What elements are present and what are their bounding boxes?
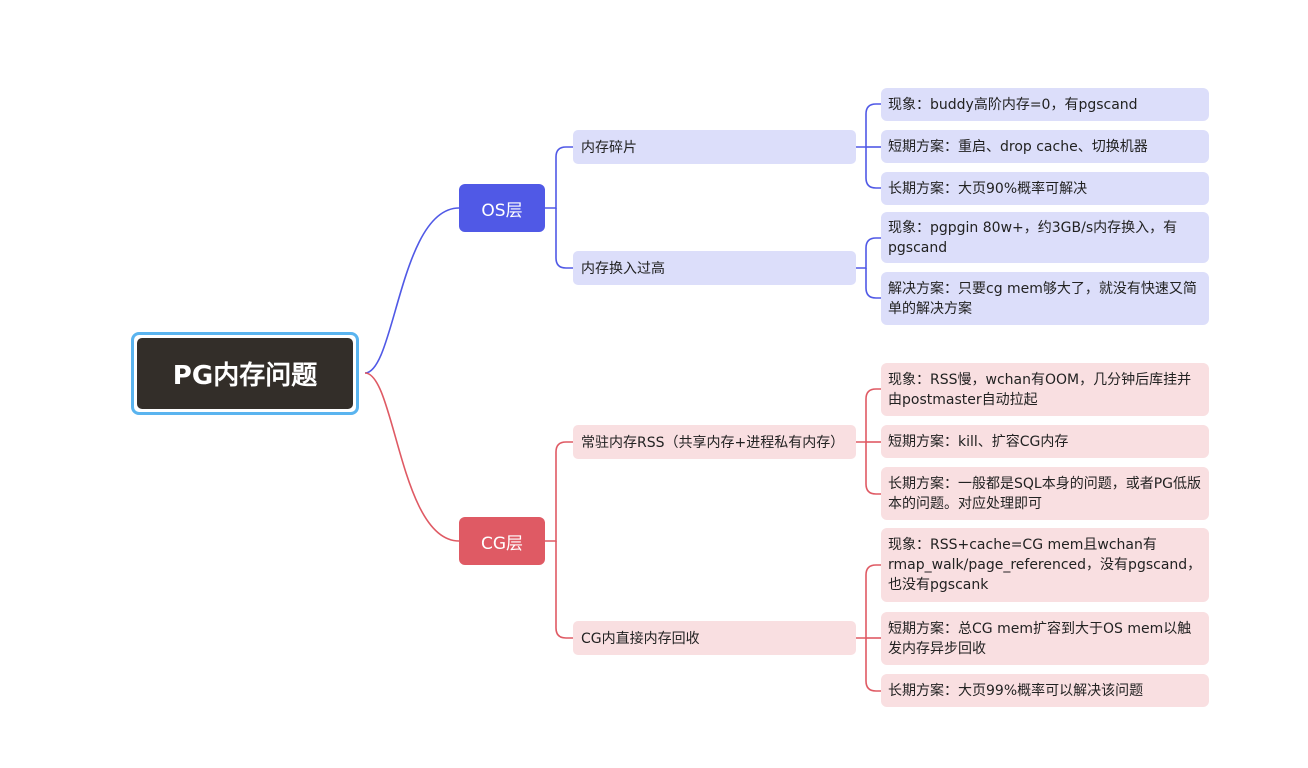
rss-symptom[interactable]: 现象：RSS慢，wchan有OOM，几分钟后库挂并由postmaster自动拉起	[881, 363, 1209, 416]
link-frag-1	[856, 103, 882, 148]
link-cg-rss	[545, 441, 573, 542]
topic-direct-memory-reclaim[interactable]: CG内直接内存回收	[573, 621, 856, 655]
link-cg-direct	[555, 541, 573, 639]
link-rss-3	[865, 442, 882, 495]
cg-layer-node[interactable]: CG层	[459, 517, 545, 565]
rss-long-term[interactable]: 长期方案：一般都是SQL本身的问题，或者PG低版本的问题。对应处理即可	[881, 467, 1209, 520]
link-rss-1	[856, 388, 882, 443]
rss-short-term[interactable]: 短期方案：kill、扩容CG内存	[881, 425, 1209, 458]
link-swap-2	[865, 268, 882, 299]
root-node[interactable]: PG内存问题	[131, 332, 359, 415]
topic-resident-memory-rss[interactable]: 常驻内存RSS（共享内存+进程私有内存）	[573, 425, 856, 459]
link-os-frag	[545, 146, 573, 209]
direct-short-term[interactable]: 短期方案：总CG mem扩容到大于OS mem以触发内存异步回收	[881, 612, 1209, 665]
topic-memory-fragmentation[interactable]: 内存碎片	[573, 130, 856, 164]
link-swap-1	[856, 237, 882, 269]
direct-symptom[interactable]: 现象：RSS+cache=CG mem且wchan有rmap_walk/page…	[881, 528, 1209, 602]
link-os-swap	[555, 208, 573, 269]
frag-long-term[interactable]: 长期方案：大页90%概率可解决	[881, 172, 1209, 205]
link-root-os	[364, 207, 460, 374]
frag-symptom[interactable]: 现象：buddy高阶内存=0，有pgscand	[881, 88, 1209, 121]
link-direct-1	[856, 564, 882, 639]
direct-long-term[interactable]: 长期方案：大页99%概率可以解决该问题	[881, 674, 1209, 707]
root-label: PG内存问题	[137, 338, 353, 409]
link-root-cg	[364, 372, 460, 542]
os-layer-node[interactable]: OS层	[459, 184, 545, 232]
frag-short-term[interactable]: 短期方案：重启、drop cache、切换机器	[881, 130, 1209, 163]
swap-solution[interactable]: 解决方案：只要cg mem够大了，就没有快速又简单的解决方案	[881, 272, 1209, 325]
swap-symptom[interactable]: 现象：pgpgin 80w+，约3GB/s内存换入，有pgscand	[881, 212, 1209, 263]
topic-high-swap-in[interactable]: 内存换入过高	[573, 251, 856, 285]
link-direct-3	[865, 638, 882, 692]
link-frag-3	[865, 147, 882, 189]
